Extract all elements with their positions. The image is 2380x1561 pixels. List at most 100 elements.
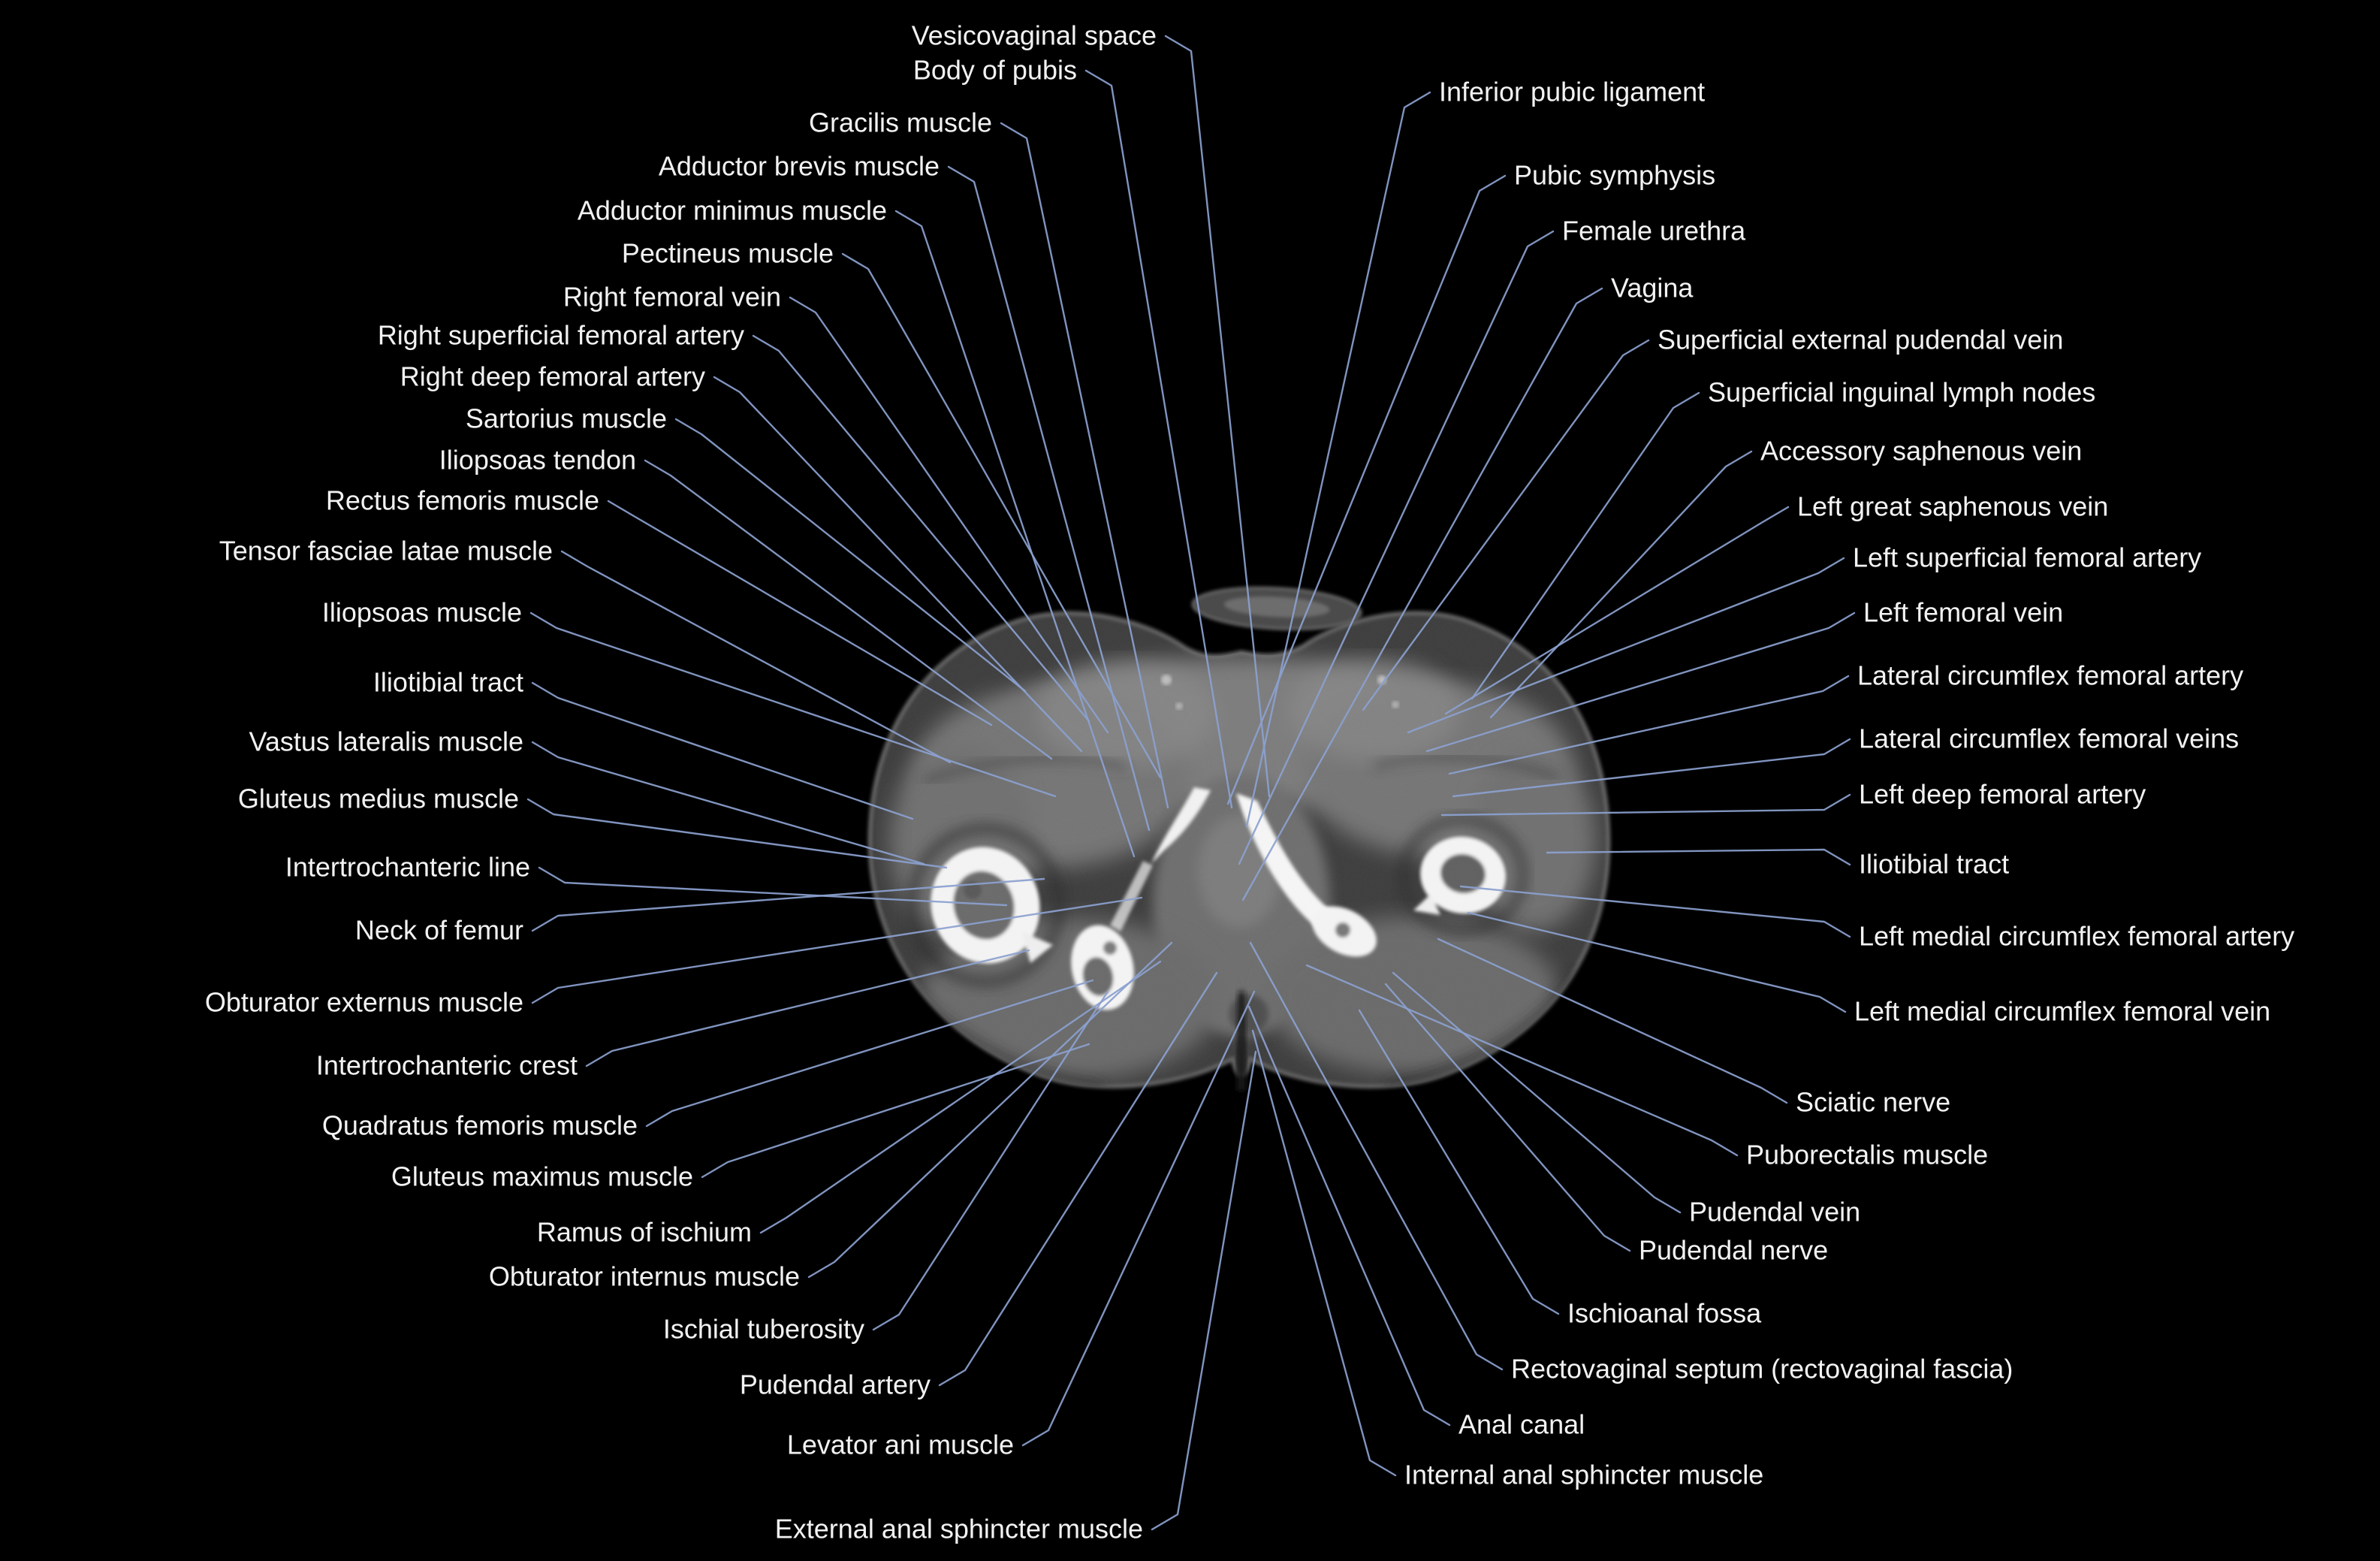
leader-line [1151, 1050, 1257, 1531]
leader-line [1238, 230, 1555, 865]
leader-line [531, 741, 925, 865]
anatomy-label[interactable]: Sartorius muscle [465, 403, 667, 434]
leader-line [1247, 1005, 1451, 1427]
anatomy-label[interactable]: Internal anal sphincter muscle [1404, 1459, 1764, 1490]
anatomy-label[interactable]: Obturator externus muscle [204, 986, 523, 1018]
leader-line [938, 971, 1218, 1387]
leader-line [1392, 971, 1682, 1214]
leader-line [752, 334, 1090, 723]
leader-line [1305, 964, 1739, 1157]
leader-line [1245, 91, 1431, 828]
anatomy-label[interactable]: Ramus of ischium [536, 1216, 752, 1248]
anatomy-label[interactable]: Vagina [1611, 272, 1694, 303]
leader-line [1471, 391, 1700, 700]
leader-line [1467, 911, 1847, 1013]
leader-line [1489, 450, 1753, 719]
anatomy-label[interactable]: Obturator internus muscle [488, 1261, 800, 1292]
anatomy-label[interactable]: Adductor brevis muscle [658, 150, 940, 182]
leader-line [1448, 675, 1850, 775]
anatomy-label[interactable]: Gluteus medius muscle [237, 783, 519, 814]
anatomy-label[interactable]: Iliotibial tract [1859, 848, 2010, 880]
leader-line [1226, 174, 1507, 805]
anatomy-label[interactable]: Left femoral vein [1863, 596, 2064, 628]
leader-line [529, 611, 1057, 798]
anatomy-label[interactable]: Pudendal nerve [1639, 1234, 1829, 1266]
anatomy-label[interactable]: Intertrochanteric line [285, 851, 530, 883]
anatomy-label[interactable]: Superficial inguinal lymph nodes [1708, 376, 2096, 408]
leader-line [531, 681, 914, 820]
leader-line [1425, 611, 1856, 753]
leader-line [644, 459, 1053, 760]
leader-line [645, 979, 1094, 1128]
anatomy-label[interactable]: Left medial circumflex femoral vein [1854, 995, 2271, 1027]
anatomy-label[interactable]: Right deep femoral artery [400, 361, 705, 392]
leader-line [894, 210, 1136, 858]
ct-axial-slice [870, 586, 1609, 1091]
anatomy-label[interactable]: Female urethra [1562, 215, 1746, 246]
anatomy-label[interactable]: Inferior pubic ligament [1439, 76, 1706, 107]
anatomy-label[interactable]: Vesicovaginal space [911, 20, 1157, 51]
anatomy-label[interactable]: Left superficial femoral artery [1853, 542, 2202, 573]
anatomy-label[interactable]: Quadratus femoris muscle [321, 1110, 638, 1141]
leader-line [1452, 738, 1851, 798]
leader-line [807, 941, 1173, 1279]
leader-line [538, 866, 1008, 907]
anatomy-label[interactable]: Ischial tuberosity [662, 1313, 864, 1345]
anatomy-label[interactable]: Rectus femoris muscle [325, 485, 599, 516]
anatomy-label[interactable]: Body of pubis [912, 54, 1077, 86]
anatomy-label[interactable]: Ischioanal fossa [1567, 1297, 1762, 1329]
anatomy-label[interactable]: Right superficial femoral artery [377, 319, 744, 351]
anatomy-label[interactable]: Pudendal vein [1689, 1196, 1861, 1227]
anatomy-label[interactable]: Right femoral vein [563, 281, 781, 313]
anatomy-label[interactable]: Rectovaginal septum (rectovaginal fascia… [1511, 1353, 2013, 1384]
anatomy-label[interactable]: Sciatic nerve [1796, 1086, 1951, 1118]
anatomy-label[interactable]: Iliotibial tract [373, 666, 523, 698]
leader-line [1021, 990, 1256, 1447]
anatomy-label[interactable]: Iliopsoas muscle [321, 596, 522, 628]
anatomy-label[interactable]: Levator ani muscle [786, 1429, 1014, 1460]
leader-line [1384, 983, 1631, 1252]
leader-line [1358, 1009, 1560, 1315]
anatomy-label[interactable]: Lateral circumflex femoral veins [1859, 723, 2240, 754]
leader-line [1459, 885, 1851, 938]
leader-line [531, 877, 1045, 932]
leader-line [759, 960, 1162, 1234]
leader-line [1249, 941, 1504, 1371]
leader-line [1251, 1029, 1397, 1477]
anatomy-label[interactable]: Anal canal [1458, 1409, 1585, 1440]
leader-line [1241, 287, 1603, 901]
anatomy-label[interactable]: Lateral circumflex femoral artery [1857, 660, 2244, 691]
leader-line [1437, 938, 1788, 1104]
anatomy-label[interactable]: Left medial circumflex femoral artery [1859, 920, 2295, 952]
leader-line [560, 550, 952, 764]
leader-line [1444, 506, 1790, 715]
anatomy-label[interactable]: Gracilis muscle [808, 107, 992, 138]
anatomy-label[interactable]: Superficial external pudendal vein [1658, 324, 2064, 355]
anatomy-label[interactable]: Pectineus muscle [621, 237, 834, 269]
anatomy-label[interactable]: Tensor fasciae latae muscle [219, 535, 553, 566]
leader-line [947, 165, 1151, 832]
anatomy-label[interactable]: Pudendal artery [739, 1369, 931, 1400]
anatomy-label[interactable]: External anal sphincter muscle [774, 1513, 1143, 1544]
anatomy-label[interactable]: Adductor minimus muscle [577, 195, 887, 226]
anatomy-label[interactable]: Iliopsoas tendon [439, 444, 636, 476]
anatomy-label[interactable]: Accessory saphenous vein [1760, 435, 2083, 466]
leader-line [1407, 557, 1845, 734]
leader-line [1164, 35, 1271, 798]
leader-line [1084, 69, 1233, 809]
anatomy-label[interactable]: Intertrochanteric crest [315, 1049, 578, 1081]
leader-line [585, 949, 1030, 1067]
leader-line [1546, 848, 1851, 866]
anatomy-label[interactable]: Left deep femoral artery [1859, 778, 2146, 810]
anatomy-label[interactable]: Gluteus maximus muscle [391, 1161, 693, 1192]
leader-line [789, 296, 1109, 734]
anatomy-label[interactable]: Neck of femur [354, 914, 523, 946]
anatomy-label[interactable]: Pubic symphysis [1514, 159, 1716, 191]
anatomy-label[interactable]: Puborectalis muscle [1746, 1139, 1989, 1170]
leader-line [713, 376, 1083, 753]
anatomy-label[interactable]: Vastus lateralis muscle [249, 726, 523, 757]
anatomy-label[interactable]: Left great saphenous vein [1797, 491, 2109, 522]
